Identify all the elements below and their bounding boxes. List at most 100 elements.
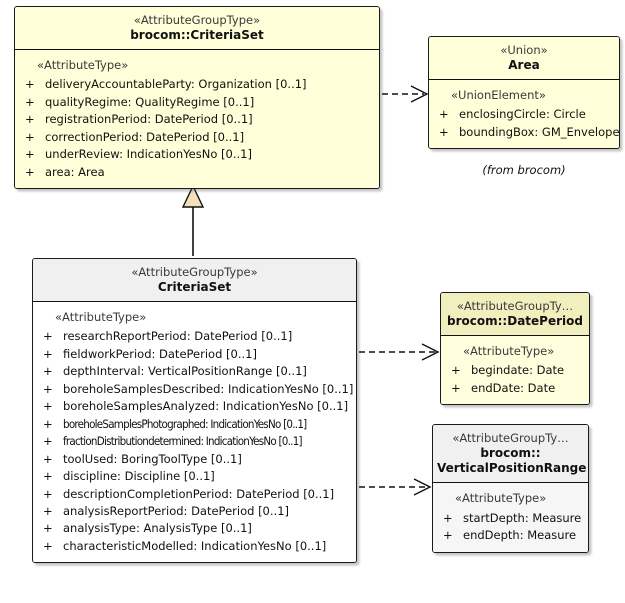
visibility-marker: + [43, 399, 53, 414]
attribute-stereotype: «AttributeType» [455, 491, 547, 506]
visibility-marker: + [439, 124, 449, 139]
visibility-marker: + [25, 147, 35, 162]
visibility-marker: + [451, 380, 461, 395]
dependency-criteriaset-to-verticalpositionrange [359, 478, 432, 496]
visibility-marker: + [439, 107, 449, 122]
visibility-marker: + [25, 129, 35, 144]
attribute-row: + correctionPeriod: DatePeriod [0..1] [21, 129, 375, 146]
attribute-row: + toolUsed: BoringToolType [0..1] [39, 451, 352, 468]
class-stereotype: «AttributeGroupType» [131, 265, 258, 279]
attribute-signature: endDate: Date [471, 380, 556, 395]
attribute-signature: enclosingCircle: Circle [459, 107, 586, 122]
visibility-marker: + [25, 77, 35, 92]
class-area[interactable]: «Union» Area «UnionElement» + enclosingC… [428, 36, 620, 150]
class-attribute-compartment: «AttributeType» + startDepth: Measure + … [433, 483, 588, 552]
visibility-marker: + [25, 94, 35, 109]
attribute-signature: area: Area [45, 164, 105, 179]
attribute-signature: registrationPeriod: DatePeriod [0..1] [45, 112, 253, 127]
attribute-stereotype: «AttributeType» [55, 310, 147, 325]
class-stereotype: «AttributeGroupType» [133, 13, 261, 27]
class-attribute-compartment: «AttributeType» + researchReportPeriod: … [33, 302, 356, 563]
attribute-signature: startDepth: Measure [463, 510, 582, 525]
visibility-marker: + [43, 504, 53, 519]
class-name-line-1: brocom:: [480, 445, 541, 460]
attribute-stereotype: «AttributeType» [463, 344, 555, 359]
class-name: brocom::DatePeriod [447, 313, 583, 328]
class-stereotype: «AttributeGroupTy… [452, 431, 569, 445]
visibility-marker: + [43, 538, 53, 553]
visibility-marker: + [43, 329, 53, 344]
class-attribute-compartment: «AttributeType» + deliveryAccountablePar… [15, 50, 379, 189]
visibility-marker: + [43, 434, 53, 449]
class-header: «Union» Area [429, 37, 619, 81]
class-brocom-dateperiod[interactable]: «AttributeGroupTy… brocom::DatePeriod «A… [440, 292, 590, 406]
attribute-row: + registrationPeriod: DatePeriod [0..1] [21, 111, 375, 128]
generalization-criteriaset-to-brocom-criteriaset [181, 184, 205, 256]
attribute-row: + characteristicModelled: IndicationYesN… [39, 538, 352, 555]
attribute-row: + qualityRegime: QualityRegime [0..1] [21, 94, 375, 111]
attribute-signature: fractionDistributiondetermined: Indicati… [63, 434, 303, 449]
visibility-marker: + [43, 381, 53, 396]
visibility-marker: + [43, 451, 53, 466]
attribute-row: + endDepth: Measure [439, 527, 584, 544]
attribute-row: + deliveryAccountableParty: Organization… [21, 76, 375, 93]
visibility-marker: + [25, 112, 35, 127]
class-stereotype: «AttributeGroupTy… [456, 299, 574, 313]
class-stereotype: «Union» [500, 43, 548, 57]
attribute-signature: boreholeSamplesPhotographed: IndicationY… [63, 416, 307, 431]
class-name: Area [508, 57, 540, 72]
attribute-signature: researchReportPeriod: DatePeriod [0..1] [63, 329, 293, 344]
attribute-row: + begindate: Date [447, 362, 585, 379]
attribute-signature: endDepth: Measure [463, 528, 577, 543]
attribute-row: + descriptionCompletionPeriod: DatePerio… [39, 486, 352, 503]
attribute-row: + startDepth: Measure [439, 510, 584, 527]
class-header: «AttributeGroupTy… brocom:: VerticalPosi… [433, 425, 588, 484]
class-name-line-2: VerticalPositionRange [437, 461, 587, 476]
attribute-signature: characteristicModelled: IndicationYesNo … [63, 538, 327, 553]
attribute-signature: analysisReportPeriod: DatePeriod [0..1] [63, 504, 289, 519]
attribute-row: + analysisReportPeriod: DatePeriod [0..1… [39, 503, 352, 520]
attribute-row: + endDate: Date [447, 380, 585, 397]
attribute-stereotype: «AttributeType» [37, 58, 129, 73]
attribute-signature: fieldworkPeriod: DatePeriod [0..1] [63, 346, 257, 361]
attribute-signature: qualityRegime: QualityRegime [0..1] [45, 94, 255, 109]
visibility-marker: + [443, 510, 453, 525]
class-origin-caption: (from brocom) [482, 163, 566, 177]
attribute-signature: boundingBox: GM_Envelope [459, 124, 620, 139]
attribute-signature: correctionPeriod: DatePeriod [0..1] [45, 129, 245, 144]
class-attribute-compartment: «AttributeType» + begindate: Date + endD… [441, 336, 589, 405]
class-name: CriteriaSet [157, 279, 232, 294]
attribute-row: + area: Area [21, 164, 375, 181]
class-criteriaset[interactable]: «AttributeGroupType» CriteriaSet «Attrib… [32, 258, 357, 564]
visibility-marker: + [43, 469, 53, 484]
class-header: «AttributeGroupTy… brocom::DatePeriod [441, 293, 589, 337]
attribute-signature: boreholeSamplesDescribed: IndicationYesN… [63, 381, 354, 396]
attribute-signature: underReview: IndicationYesNo [0..1] [45, 147, 252, 162]
class-header: «AttributeGroupType» CriteriaSet [33, 259, 356, 303]
class-brocom-verticalpositionrange[interactable]: «AttributeGroupTy… brocom:: VerticalPosi… [432, 424, 589, 553]
class-name: brocom::CriteriaSet [130, 27, 264, 42]
attribute-row: + enclosingCircle: Circle [435, 106, 615, 123]
attribute-row: + discipline: Discipline [0..1] [39, 468, 352, 485]
attribute-row: + depthInterval: VerticalPositionRange [… [39, 363, 352, 380]
attribute-signature: boreholeSamplesAnalyzed: IndicationYesNo… [63, 399, 349, 414]
attribute-stereotype: «UnionElement» [451, 88, 546, 103]
class-brocom-criteriaset[interactable]: «AttributeGroupType» brocom::CriteriaSet… [14, 6, 380, 190]
visibility-marker: + [43, 416, 53, 431]
attribute-row: + underReview: IndicationYesNo [0..1] [21, 146, 375, 163]
attribute-row: + boreholeSamplesDescribed: IndicationYe… [39, 381, 354, 398]
visibility-marker: + [443, 528, 453, 543]
visibility-marker: + [43, 364, 53, 379]
attribute-signature: analysisType: AnalysisType [0..1] [63, 521, 252, 536]
attribute-signature: descriptionCompletionPeriod: DatePeriod … [63, 486, 335, 501]
class-attribute-compartment: «UnionElement» + enclosingCircle: Circle… [429, 80, 619, 149]
attribute-signature: toolUsed: BoringToolType [0..1] [63, 451, 242, 466]
attribute-row: + fieldworkPeriod: DatePeriod [0..1] [39, 346, 352, 363]
attribute-signature: discipline: Discipline [0..1] [63, 469, 215, 484]
visibility-marker: + [451, 363, 461, 378]
attribute-row: + boreholeSamplesAnalyzed: IndicationYes… [39, 398, 352, 415]
attribute-row: + boundingBox: GM_Envelope [435, 124, 619, 141]
dependency-criteriaset-to-area [382, 85, 429, 103]
attribute-signature: begindate: Date [471, 363, 565, 378]
